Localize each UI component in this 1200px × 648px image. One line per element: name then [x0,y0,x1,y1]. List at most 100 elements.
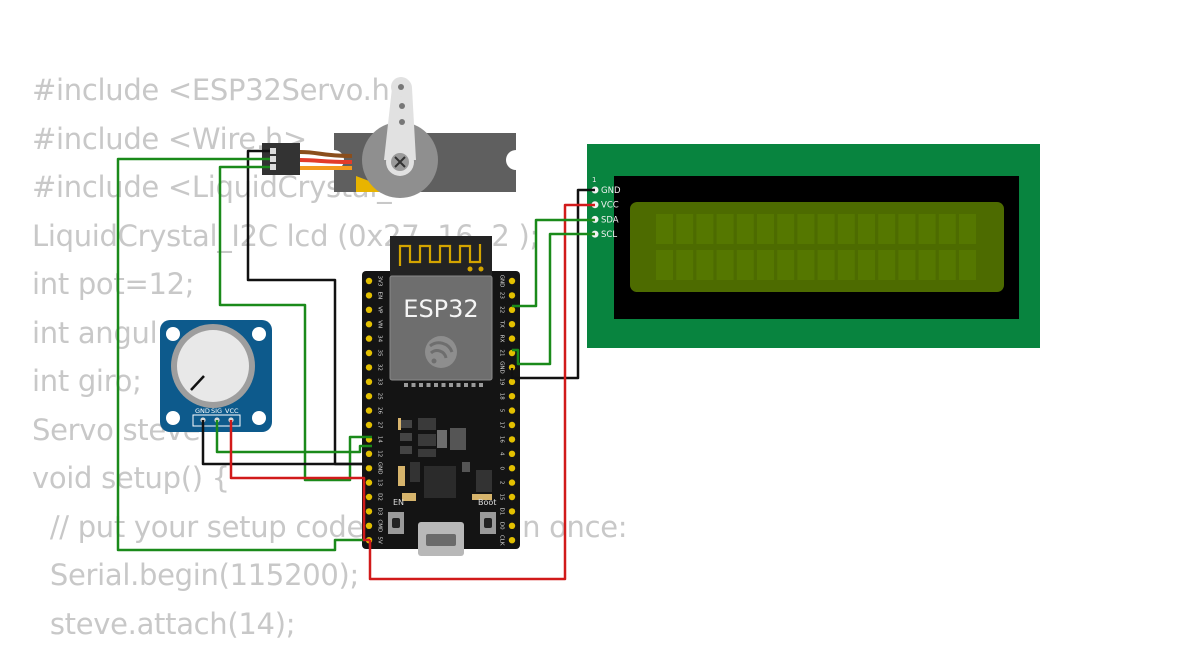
lcd-char-cell [858,214,875,244]
esp32-label: ESP32 [403,295,478,323]
lcd-char-cell [696,214,713,244]
pot-mount-hole [166,411,180,425]
esp32-pin[interactable] [366,350,372,356]
esp32-pin[interactable] [509,422,515,428]
esp32-pin[interactable] [509,537,515,543]
esp32-pin-label: 14 [377,436,383,443]
esp32-pin[interactable] [366,465,372,471]
esp32-pin[interactable] [366,321,372,327]
servo-wire-red [300,160,352,162]
lcd-char-cell [676,214,693,244]
pot-mount-hole [252,327,266,341]
module-pad [472,383,476,387]
esp32-pin[interactable] [509,379,515,385]
esp32-pin[interactable] [366,407,372,413]
boot-button-label: Boot [478,498,496,507]
esp32-pin-label: D1 [498,508,504,516]
lcd-char-cell [858,250,875,280]
esp32-pin-label: GND [499,275,505,288]
esp32-pin[interactable] [366,494,372,500]
lcd-char-cell [878,214,895,244]
lcd-char-cell [818,250,835,280]
esp32-pin[interactable] [366,451,372,457]
esp32-pin[interactable] [366,379,372,385]
esp32-pin[interactable] [366,307,372,313]
lcd-char-cell [919,250,936,280]
esp32-pin-label: EN [377,292,383,300]
esp32-pin[interactable] [366,335,372,341]
esp32-pin-label: CMD [377,519,383,532]
lcd-char-cell [717,214,734,244]
esp32-pin[interactable] [509,321,515,327]
esp32-pin[interactable] [366,292,372,298]
esp32-pin-label: D3 [376,508,382,516]
esp32-pin[interactable] [366,422,372,428]
esp32-pin[interactable] [366,364,372,370]
module-pad [404,383,408,387]
esp32-pin-label: 12 [377,450,383,457]
esp32-pin-label: 25 [377,393,383,400]
esp32-pin-label: D0 [499,522,505,530]
esp32-pin[interactable] [366,393,372,399]
module-pad [479,383,483,387]
esp32-pin[interactable] [366,508,372,514]
esp32-pin[interactable] [509,335,515,341]
lcd-char-cell [898,214,915,244]
lcd-char-cell [939,214,956,244]
esp32-pin-label: 17 [499,422,505,429]
pot-mount-hole [252,411,266,425]
esp32-pin[interactable] [366,278,372,284]
esp32-pin[interactable] [509,465,515,471]
servo-motor[interactable] [262,77,516,198]
lcd-char-cell [878,250,895,280]
espressif-logo-icon [425,336,457,368]
esp32-pin[interactable] [509,508,515,514]
lcd-char-cell [838,214,855,244]
esp32-pin-label: CLK [499,535,505,546]
esp32-pin[interactable] [509,307,515,313]
esp32-pin-label: 21 [499,350,505,357]
esp32-pin[interactable] [509,278,515,284]
esp32-pin-label: RX [499,335,505,343]
esp32-pin[interactable] [509,451,515,457]
esp32-pin[interactable] [509,479,515,485]
lcd-pin1-label: 1 [592,176,596,184]
esp32-pin-label: 5 [499,409,505,413]
potentiometer[interactable]: GND SIG VCC [160,320,272,432]
pot-knob[interactable] [177,330,249,402]
pot-pin-label-vcc: VCC [225,407,239,415]
lcd-char-cell [737,214,754,244]
usb-uart-chip [424,466,456,498]
lcd-char-cell [696,250,713,280]
pot-mount-hole [166,327,180,341]
esp32-devkit[interactable]: ESP32 EN Boot [362,236,520,556]
esp32-pin[interactable] [509,523,515,529]
esp32-pin[interactable] [509,436,515,442]
lcd-pin-label: SCL [601,230,617,240]
esp32-pin[interactable] [366,523,372,529]
lcd-char-cell [959,214,976,244]
esp32-pin-label: 5V [377,537,383,544]
esp32-pin[interactable] [509,407,515,413]
esp32-pin[interactable] [366,479,372,485]
lcd-pin-label: VCC [601,201,619,211]
esp32-pin[interactable] [509,393,515,399]
pot-pin-label-sig: SIG [211,407,222,415]
pot-pin-label-gnd: GND [195,407,210,415]
module-pad [427,383,431,387]
esp32-pin[interactable] [509,292,515,298]
esp32-pin-label: 32 [377,364,383,371]
lcd-char-cell [676,250,693,280]
lcd-char-cell [656,250,673,280]
lcd-pin-label: SDA [601,215,619,225]
wire-lcd-scl[interactable] [512,234,595,364]
esp32-pin-label: 13 [377,479,383,486]
lcd-char-cell [898,250,915,280]
esp32-pin[interactable] [509,494,515,500]
esp32-pin-label: VN [377,320,383,328]
esp32-pin-label: 19 [499,378,505,385]
esp32-pin-label: 15 [499,494,505,501]
esp32-pin-label: TX [499,320,505,328]
wire-lcd-gnd[interactable] [512,190,595,378]
